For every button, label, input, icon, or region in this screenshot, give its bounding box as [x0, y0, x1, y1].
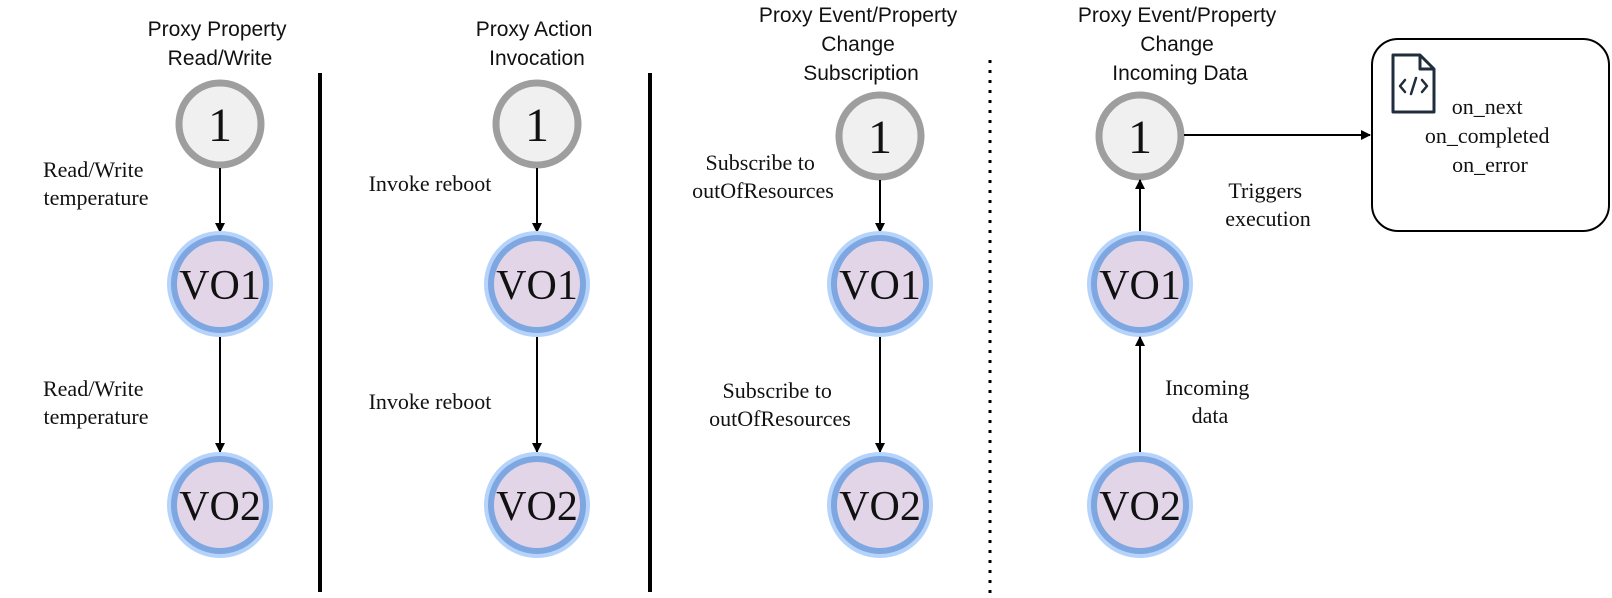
column-header: Proxy Property Read/Write: [148, 18, 293, 70]
svg-text:VO1: VO1: [839, 263, 921, 309]
column-action-invocation: Proxy Action Invocation 1 Invoke reboot …: [369, 18, 599, 558]
svg-text:VO2: VO2: [1099, 484, 1181, 530]
edge-label: Triggers execution: [1225, 178, 1311, 231]
svg-text:VO1: VO1: [1099, 263, 1181, 309]
edge-label: Read/Write temperature: [43, 376, 149, 429]
svg-text:VO1: VO1: [496, 263, 578, 309]
column-event-subscription: Proxy Event/Property Change Subscription…: [692, 4, 963, 558]
column-header: Proxy Event/Property Change Incoming Dat…: [1078, 4, 1282, 85]
node-vo1: VO1: [167, 231, 273, 337]
node-vo2: VO2: [484, 452, 590, 558]
node-vo2: VO2: [1087, 452, 1193, 558]
svg-text:VO2: VO2: [839, 484, 921, 530]
callback-box: on_next on_completed on_error: [1371, 38, 1610, 232]
node-one: 1: [835, 91, 925, 181]
column-property-read-write: Proxy Property Read/Write 1 Read/Write t…: [43, 18, 293, 558]
edge-label: Invoke reboot: [369, 171, 492, 196]
callback-list: on_next on_completed on_error: [1425, 94, 1555, 177]
svg-text:VO1: VO1: [179, 263, 261, 309]
edge-label: Subscribe to outOfResources: [692, 150, 834, 203]
edge-label: Read/Write temperature: [43, 157, 149, 210]
column-incoming-data: Proxy Event/Property Change Incoming Dat…: [1078, 4, 1371, 558]
node-one: 1: [175, 79, 265, 169]
svg-text:1: 1: [868, 111, 892, 164]
node-vo1: VO1: [1087, 231, 1193, 337]
node-vo2: VO2: [167, 452, 273, 558]
column-header: Proxy Action Invocation: [476, 18, 599, 70]
node-one: 1: [492, 79, 582, 169]
svg-text:VO2: VO2: [179, 484, 261, 530]
edge-label: Invoke reboot: [369, 389, 492, 414]
svg-text:1: 1: [1128, 111, 1152, 164]
node-vo1: VO1: [484, 231, 590, 337]
column-header: Proxy Event/Property Change Subscription: [759, 4, 963, 85]
node-vo1: VO1: [827, 231, 933, 337]
svg-text:VO2: VO2: [496, 484, 578, 530]
edge-label: Incoming data: [1165, 375, 1255, 428]
svg-text:1: 1: [208, 99, 232, 152]
code-file-icon: [1391, 53, 1436, 114]
node-vo2: VO2: [827, 452, 933, 558]
svg-text:1: 1: [525, 99, 549, 152]
node-one: 1: [1095, 91, 1185, 181]
edge-label: Subscribe to outOfResources: [709, 378, 851, 431]
